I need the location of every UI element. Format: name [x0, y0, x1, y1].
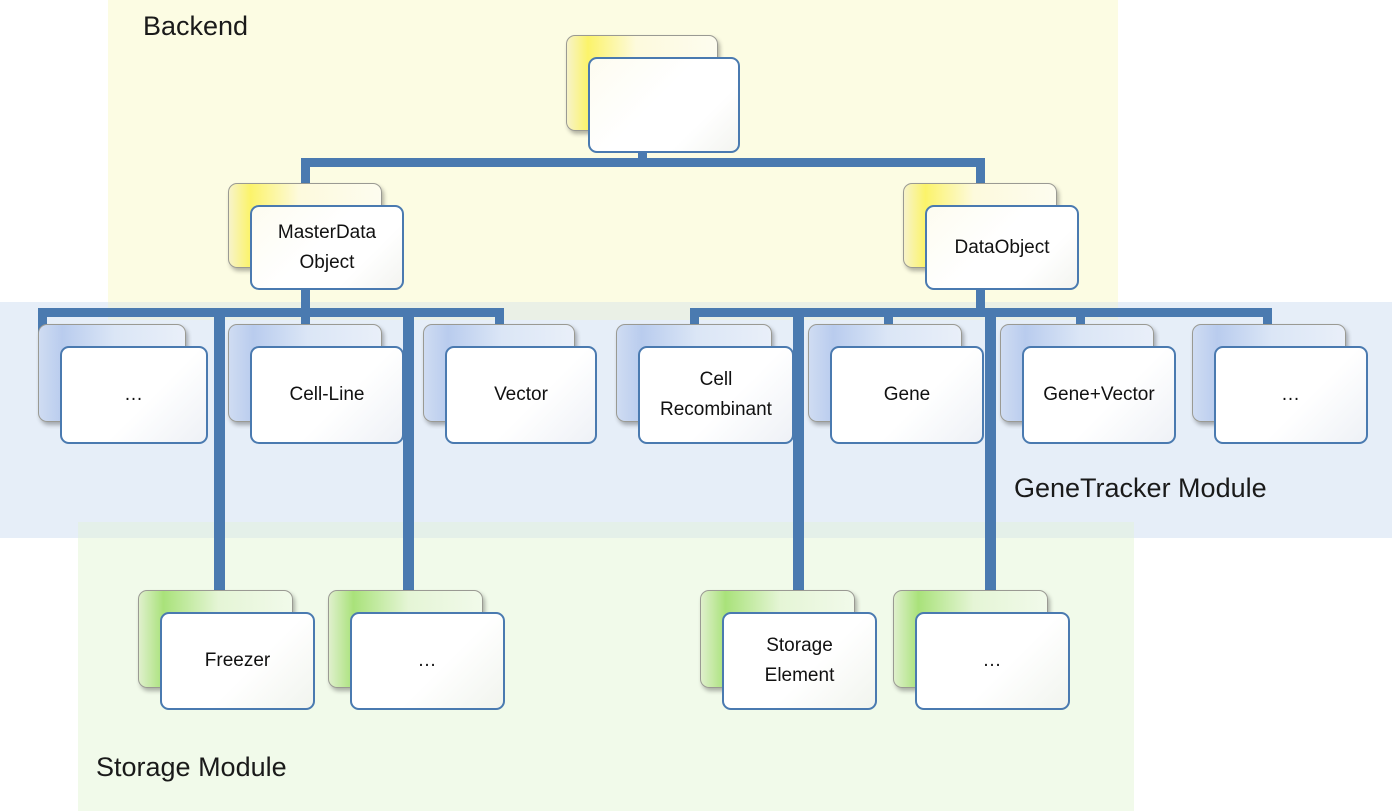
node-masterdata-more-face[interactable]: … — [60, 346, 208, 444]
node-gene-vector-face[interactable]: Gene+Vector — [1022, 346, 1176, 444]
node-gene[interactable]: Gene — [808, 324, 984, 444]
node-storage-more[interactable]: … — [893, 590, 1070, 710]
node-vector-label: Vector — [494, 384, 548, 405]
node-dataobject-more[interactable]: … — [1192, 324, 1368, 444]
node-freezer[interactable]: Freezer — [138, 590, 315, 710]
edge-to-storage-element — [793, 308, 804, 598]
node-gene-vector[interactable]: Gene+Vector — [1000, 324, 1176, 444]
node-gene-label: Gene — [883, 384, 931, 405]
node-gene-vector-label: Gene+Vector — [1043, 384, 1155, 405]
node-cell-recombinant[interactable]: Cell Recombinant — [616, 324, 794, 444]
node-cell-line-label: Cell-Line — [289, 384, 365, 405]
node-freezer-more-face[interactable]: … — [350, 612, 505, 710]
node-gene-face[interactable]: Gene — [830, 346, 984, 444]
edge-root-stem — [638, 148, 647, 166]
node-dataobject-label: DataObject — [954, 236, 1050, 258]
node-freezer-label: Freezer — [204, 650, 271, 671]
edge-to-freezer — [214, 308, 225, 598]
node-storage-element-label: Storage Element — [764, 635, 835, 686]
node-masterdata-more-label: … — [124, 384, 144, 405]
edge-to-gene-vector — [1076, 308, 1085, 334]
node-cell-line[interactable]: Cell-Line — [228, 324, 404, 444]
node-cell-recombinant-face[interactable]: Cell Recombinant — [638, 346, 794, 444]
band-label-storage: Storage Module — [96, 752, 287, 782]
node-root[interactable] — [566, 35, 740, 153]
node-vector[interactable]: Vector — [423, 324, 597, 444]
edge-dataobject-stem — [976, 290, 985, 316]
node-masterdata-more[interactable]: … — [38, 324, 208, 444]
node-storage-element[interactable]: Storage Element — [700, 590, 877, 710]
node-dataobject[interactable]: DataObject — [903, 183, 1079, 290]
node-cell-recombinant-label: Cell Recombinant — [660, 369, 772, 420]
node-freezer-more-label: … — [417, 650, 438, 671]
node-storage-more-face[interactable]: … — [915, 612, 1070, 710]
node-storage-more-label: … — [982, 650, 1003, 671]
node-masterdataobject-label: MasterData Object — [277, 221, 377, 273]
node-dataobject-more-face[interactable]: … — [1214, 346, 1368, 444]
band-overlap-gene-storage — [78, 522, 1134, 538]
edge-to-dataobject — [976, 158, 985, 200]
node-freezer-face[interactable]: Freezer — [160, 612, 315, 710]
edge-to-cell-line — [301, 308, 310, 334]
edge-to-md-more — [38, 308, 47, 334]
edge-to-vector — [495, 308, 504, 334]
band-label-genetracker: GeneTracker Module — [1014, 473, 1267, 503]
edge-to-do-more — [1263, 308, 1272, 334]
node-masterdataobject-face[interactable]: MasterData Object — [250, 205, 404, 290]
edge-masterdataobject-stem — [301, 290, 310, 316]
edge-to-masterdataobject — [301, 158, 310, 200]
edge-to-gene — [884, 308, 893, 334]
band-label-backend: Backend — [143, 11, 249, 41]
edge-to-cell-recombinant — [690, 308, 699, 334]
edge-to-freezer-more — [403, 308, 414, 598]
node-storage-element-face[interactable]: Storage Element — [722, 612, 877, 710]
node-dataobject-more-label: … — [1281, 384, 1301, 405]
node-masterdataobject[interactable]: MasterData Object — [228, 183, 404, 290]
node-freezer-more[interactable]: … — [328, 590, 505, 710]
edge-bus-level1 — [301, 158, 985, 167]
node-dataobject-face[interactable]: DataObject — [925, 205, 1079, 290]
node-cell-line-face[interactable]: Cell-Line — [250, 346, 404, 444]
edge-bus-dataobject — [690, 308, 1272, 317]
edge-to-storage-more — [985, 308, 996, 598]
node-vector-face[interactable]: Vector — [445, 346, 597, 444]
node-root-face[interactable] — [588, 57, 740, 153]
edge-bus-masterdataobject — [38, 308, 504, 317]
